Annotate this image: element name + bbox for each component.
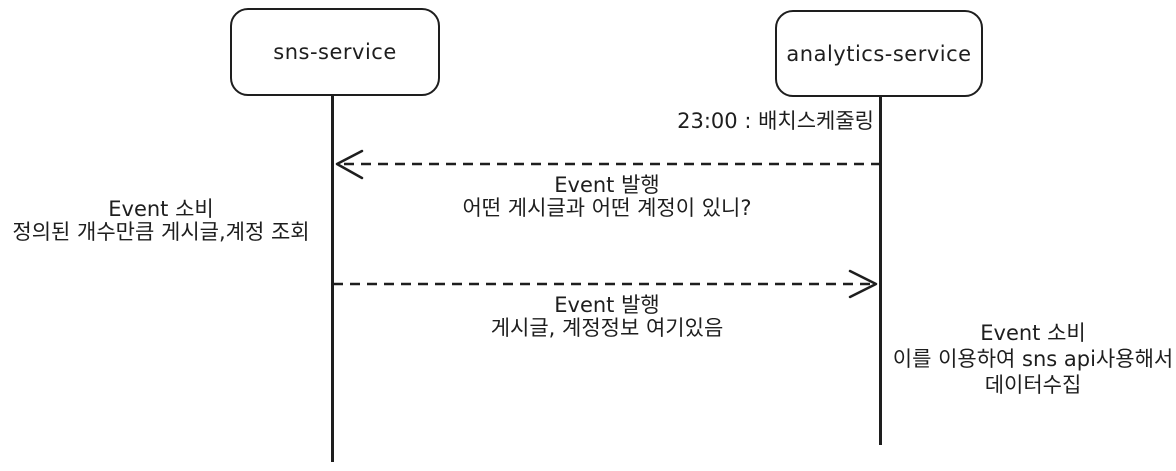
analytics-consumer-note-text-1: 이를 이용하여 sns api사용해서 [892,347,1174,371]
lifeline-sns-service [331,96,334,462]
message-1-text: 어떤 게시글과 어떤 계정이 있니? [462,196,752,220]
sns-consumer-note-title: Event 소비 [108,197,214,221]
arrowhead-right-icon [848,269,878,299]
sns-consumer-note-text: 정의된 개수만큼 게시글,계정 조회 [12,220,310,244]
dashed-arrow-left-to-right [333,269,878,299]
actor-label-analytics-service: analytics-service [786,41,972,66]
dashed-arrow-right-to-left [335,149,881,180]
message-1-label: Event 발행 어떤 게시글과 어떤 계정이 있니? [407,174,807,220]
analytics-consumer-note-text-2: 데이터수집 [984,373,1082,397]
analytics-consumer-note: Event 소비 이를 이용하여 sns api사용해서 데이터수집 [884,320,1176,398]
arrowhead-left-icon [335,149,364,180]
actor-label-sns-service: sns-service [273,40,397,64]
message-1-title: Event 발행 [554,173,660,197]
message-2-label: Event 발행 게시글, 계정정보 여기있음 [407,294,807,340]
message-2-title: Event 발행 [554,293,660,317]
message-2-text: 게시글, 계정정보 여기있음 [490,316,724,340]
sns-consumer-note: Event 소비 정의된 개수만큼 게시글,계정 조회 [8,198,314,244]
lifeline-analytics-service [879,97,882,445]
actor-box-analytics-service: analytics-service [775,10,983,97]
batch-schedule-note: 23:00 : 배치스케줄링 [677,109,874,133]
actor-box-sns-service: sns-service [230,8,440,96]
analytics-consumer-note-title: Event 소비 [980,321,1086,345]
